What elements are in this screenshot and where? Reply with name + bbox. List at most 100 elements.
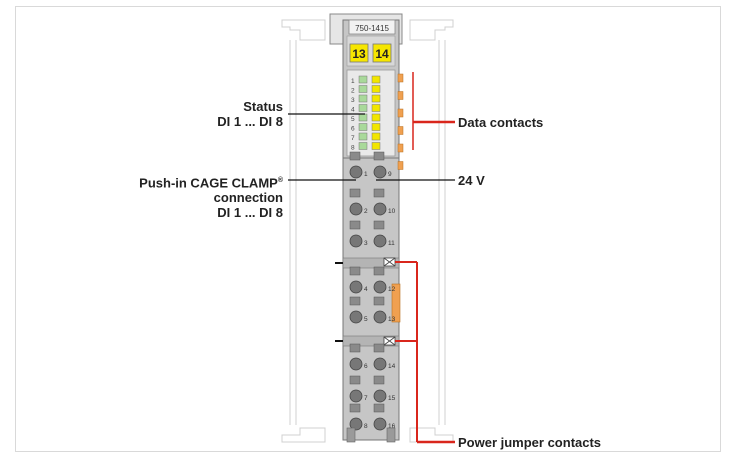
terminal-number: 10 [388, 208, 396, 215]
data-contact [397, 143, 404, 153]
terminal-opening [373, 310, 387, 324]
release-slot [349, 266, 361, 276]
led-green [358, 75, 368, 84]
pushin-label: Push-in CAGE CLAMP® connection DI 1 ... … [139, 173, 283, 220]
terminal-number: 11 [388, 240, 395, 247]
status-label: Status DI 1 ... DI 8 [217, 99, 283, 129]
din-rail-outline [281, 19, 454, 443]
led-green [358, 104, 368, 112]
terminal-opening [349, 357, 363, 371]
release-slot [373, 375, 385, 385]
led-number: 6 [351, 126, 355, 133]
led-yellow [371, 85, 381, 93]
led-green [358, 113, 368, 122]
terminal-number: 9 [388, 171, 392, 178]
led-yellow [371, 94, 381, 103]
terminal-number: 4 [364, 286, 368, 293]
release-slot [373, 296, 385, 306]
terminal-opening [373, 417, 387, 431]
led-yellow [371, 104, 381, 112]
terminal-opening [349, 389, 363, 403]
led-yellow [371, 142, 381, 150]
data-contact [397, 161, 404, 170]
terminal-number: 16 [388, 423, 396, 430]
terminal-number: 6 [364, 363, 368, 370]
terminal-number: 12 [388, 286, 396, 293]
jumper-symbol-2-x [383, 336, 396, 346]
terminal-opening [349, 202, 363, 216]
terminal-opening [349, 234, 363, 248]
led-green [358, 142, 368, 150]
marker-left-text: 13 [352, 47, 366, 61]
terminal-opening [349, 310, 363, 324]
release-slot [373, 151, 385, 161]
release-slot [373, 403, 385, 413]
orange-side-contact [391, 283, 401, 323]
data-contacts-label: Data contacts [458, 115, 544, 130]
release-slot [349, 151, 361, 161]
terminal-number: 15 [388, 395, 396, 402]
data-contact [397, 73, 404, 83]
status-label-line1: Status [243, 99, 283, 114]
pushin-label-line1: Push-in CAGE CLAMP® [139, 173, 283, 190]
release-slot [373, 220, 385, 230]
release-slot [373, 266, 385, 276]
part-number-plate [348, 19, 396, 35]
led-number: 1 [351, 78, 355, 85]
terminal-opening [349, 165, 363, 179]
terminal-number: 3 [364, 240, 368, 247]
release-slot [349, 375, 361, 385]
marker-right-text: 14 [375, 47, 389, 61]
release-slot [349, 343, 361, 353]
terminal-number: 7 [364, 395, 368, 402]
supply-label: 24 V [458, 173, 485, 188]
terminal-opening [373, 202, 387, 216]
led-number: 2 [351, 88, 355, 95]
release-slot [349, 188, 361, 198]
led-number: 5 [351, 116, 355, 123]
led-green [358, 85, 368, 93]
terminal-number: 2 [364, 208, 368, 215]
pushin-label-text: Push-in CAGE CLAMP [139, 175, 278, 191]
data-contact-group [397, 73, 404, 170]
led-green [358, 94, 368, 103]
led-window [346, 69, 396, 157]
terminal-opening [373, 165, 387, 179]
marker-right-box [372, 43, 392, 63]
led-green [358, 123, 368, 131]
terminal-number: 5 [364, 316, 368, 323]
callouts [288, 72, 455, 444]
terminal-opening [373, 389, 387, 403]
terminal-opening [349, 280, 363, 294]
data-contact [397, 126, 404, 135]
terminal-opening [373, 357, 387, 371]
rail-top-right [409, 19, 454, 41]
release-slot [349, 403, 361, 413]
terminal-opening [373, 280, 387, 294]
led-green [358, 132, 368, 141]
housing-foot-left [346, 427, 356, 443]
terminal-opening [349, 417, 363, 431]
power-jumper-label: Power jumper contacts [458, 435, 602, 450]
marker-left-box [349, 43, 369, 63]
pushin-registered-mark: ® [277, 177, 283, 184]
terminal-number: 8 [364, 423, 368, 430]
part-number-text: 750-1415 [355, 24, 389, 33]
led-yellow [371, 123, 381, 131]
housing-foot-right [386, 427, 396, 443]
rail-bottom-left [281, 427, 326, 443]
led-number: 7 [351, 135, 355, 142]
led-number: 3 [351, 97, 355, 104]
data-contact [397, 91, 404, 100]
led-yellow [371, 113, 381, 122]
led-number: 4 [351, 107, 355, 114]
led-yellow [371, 132, 381, 141]
status-label-line2: DI 1 ... DI 8 [217, 114, 283, 129]
release-slot [349, 296, 361, 306]
jumper-symbol-1-x [383, 257, 396, 267]
